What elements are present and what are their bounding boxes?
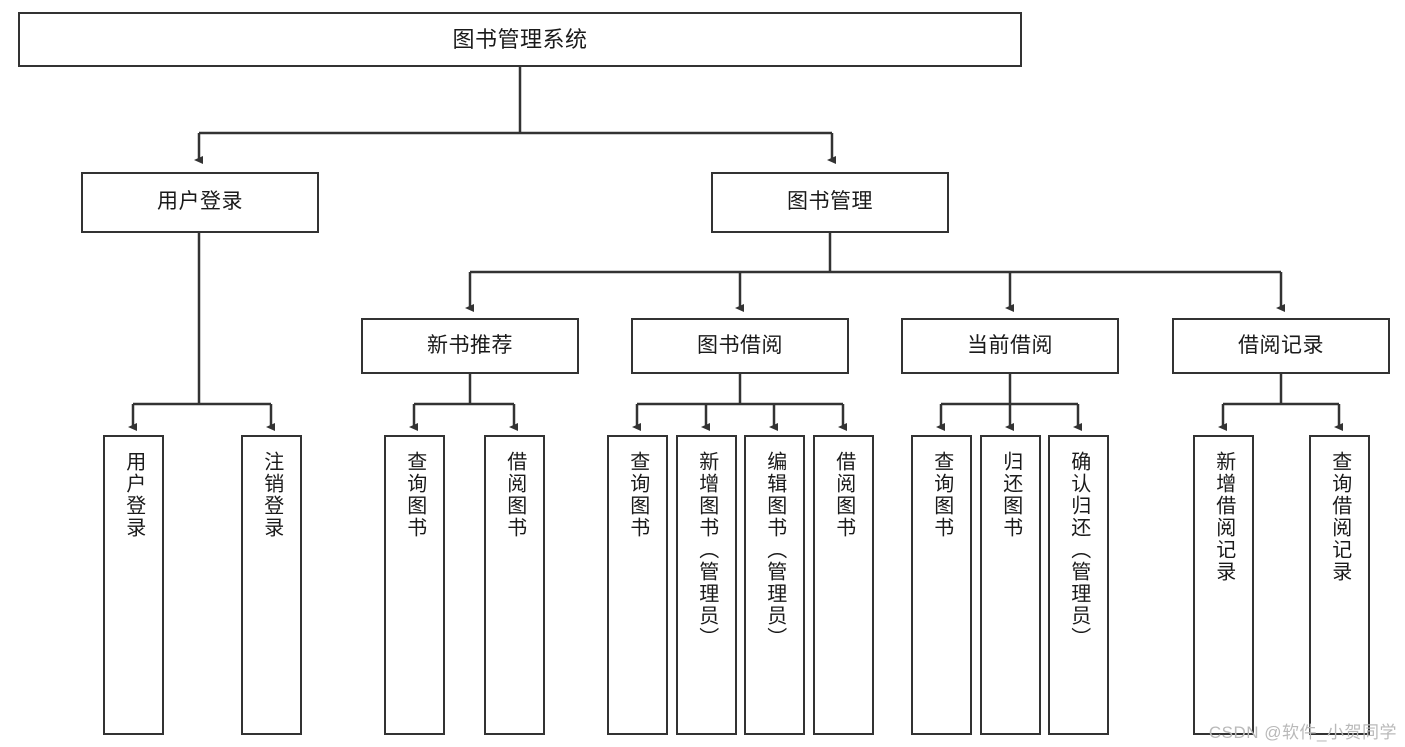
node-label: 图书管理系统 bbox=[452, 26, 588, 52]
node-label: 查询图书 bbox=[626, 451, 649, 539]
node-label: 查询图书 bbox=[403, 451, 426, 539]
node-label: 当前借阅 bbox=[967, 333, 1053, 357]
node-book-borrow[interactable]: 图书借阅 bbox=[631, 318, 849, 374]
node-label: 借阅图书 bbox=[503, 451, 526, 539]
leaf-recommend-borrow-book[interactable]: 借阅图书 bbox=[484, 435, 545, 735]
node-label: 编辑图书（管理员） bbox=[763, 451, 786, 649]
node-user-login[interactable]: 用户登录 bbox=[81, 172, 319, 233]
node-label: 新增图书（管理员） bbox=[695, 451, 718, 649]
leaf-current-confirm-return[interactable]: 确认归还（管理员） bbox=[1048, 435, 1109, 735]
node-label: 用户登录 bbox=[157, 190, 243, 214]
leaf-borrow-edit-book[interactable]: 编辑图书（管理员） bbox=[744, 435, 805, 735]
node-label: 用户登录 bbox=[122, 451, 145, 539]
node-label: 借阅图书 bbox=[832, 451, 855, 539]
leaf-user-login-logout[interactable]: 注销登录 bbox=[241, 435, 302, 735]
leaf-records-query-record[interactable]: 查询借阅记录 bbox=[1309, 435, 1370, 735]
node-label: 确认归还（管理员） bbox=[1067, 451, 1090, 649]
node-label: 借阅记录 bbox=[1238, 333, 1324, 357]
leaf-current-query-book[interactable]: 查询图书 bbox=[911, 435, 972, 735]
csdn-watermark: CSDN @软件_小贺同学 bbox=[1208, 723, 1397, 742]
leaf-borrow-add-book[interactable]: 新增图书（管理员） bbox=[676, 435, 737, 735]
leaf-borrow-borrow-book[interactable]: 借阅图书 bbox=[813, 435, 874, 735]
node-root-system[interactable]: 图书管理系统 bbox=[18, 12, 1022, 67]
node-current-borrow[interactable]: 当前借阅 bbox=[901, 318, 1119, 374]
node-label: 查询图书 bbox=[930, 451, 953, 539]
leaf-records-add-record[interactable]: 新增借阅记录 bbox=[1193, 435, 1254, 735]
leaf-recommend-query-book[interactable]: 查询图书 bbox=[384, 435, 445, 735]
node-borrow-records[interactable]: 借阅记录 bbox=[1172, 318, 1390, 374]
node-new-book-recommend[interactable]: 新书推荐 bbox=[361, 318, 579, 374]
node-label: 图书借阅 bbox=[697, 333, 783, 357]
node-book-management[interactable]: 图书管理 bbox=[711, 172, 949, 233]
node-label: 新增借阅记录 bbox=[1212, 451, 1235, 583]
node-label: 图书管理 bbox=[787, 190, 873, 214]
node-label: 查询借阅记录 bbox=[1328, 451, 1351, 583]
node-label: 新书推荐 bbox=[427, 333, 513, 357]
node-label: 注销登录 bbox=[260, 451, 283, 539]
leaf-borrow-query-book[interactable]: 查询图书 bbox=[607, 435, 668, 735]
leaf-user-login-login[interactable]: 用户登录 bbox=[103, 435, 164, 735]
leaf-current-return-book[interactable]: 归还图书 bbox=[980, 435, 1041, 735]
node-label: 归还图书 bbox=[999, 451, 1022, 539]
